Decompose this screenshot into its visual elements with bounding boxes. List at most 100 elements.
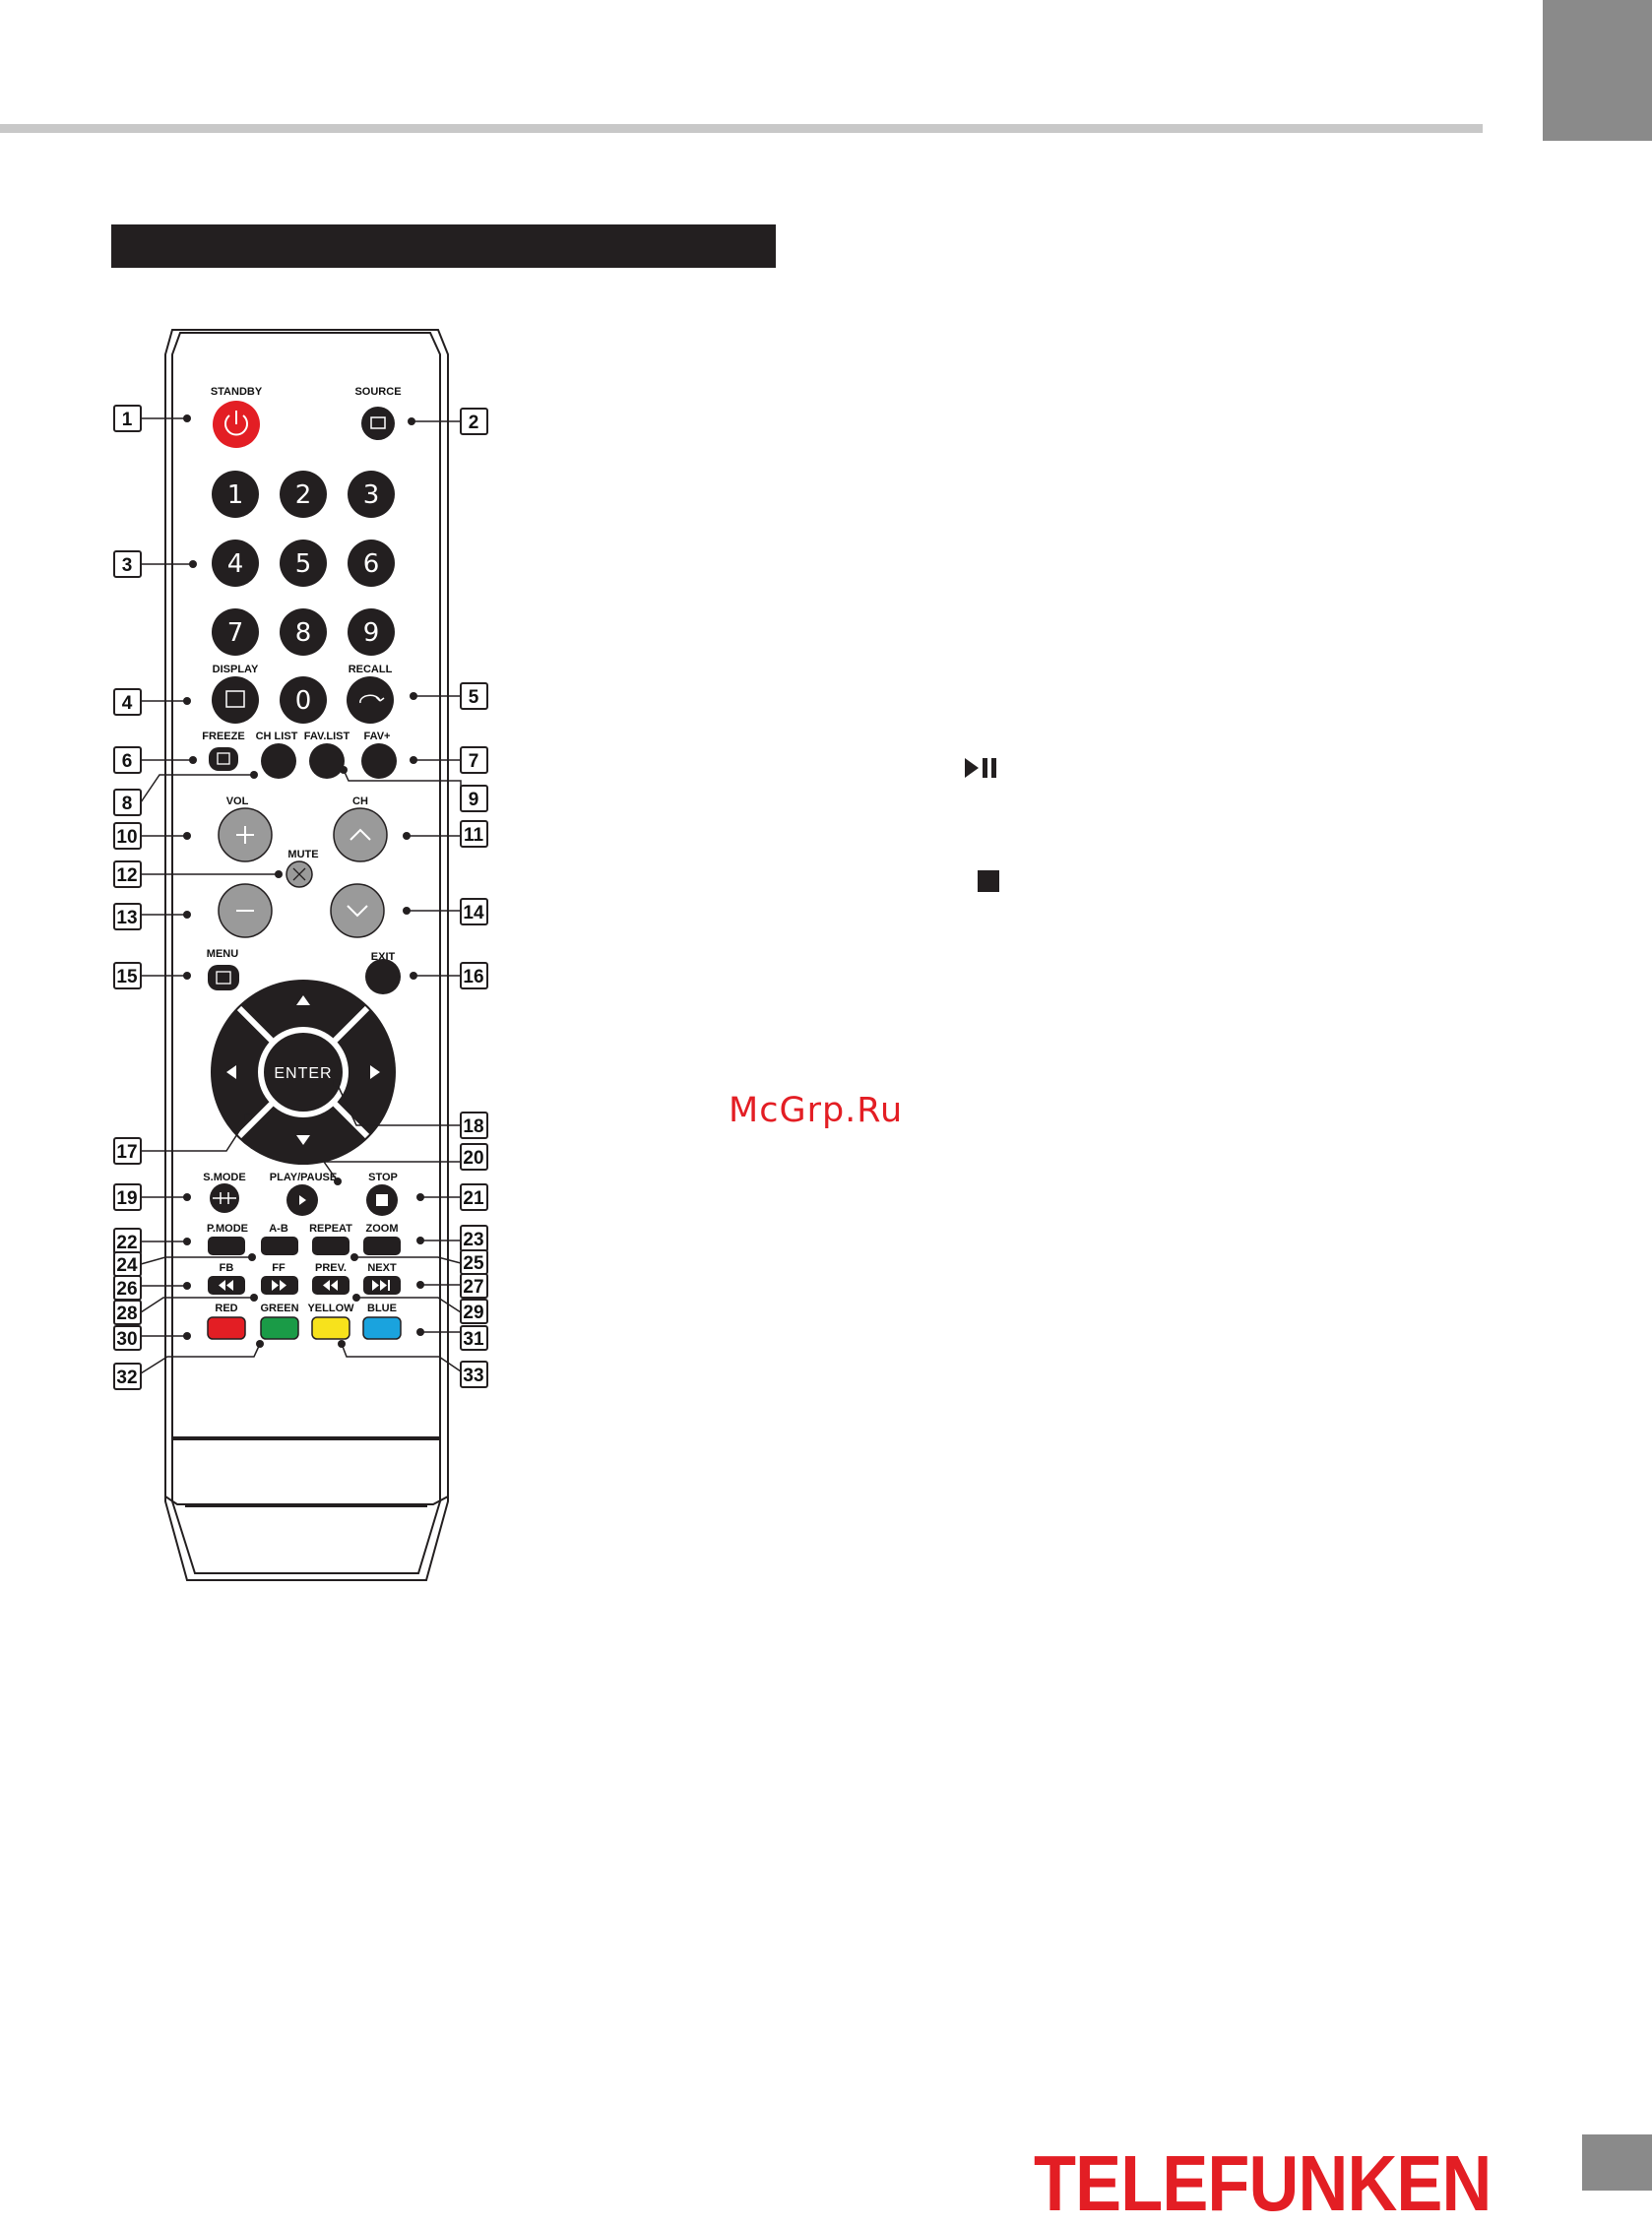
navigation-pad: ENTER bbox=[211, 980, 396, 1165]
green-button[interactable] bbox=[260, 1316, 299, 1340]
stop-icon bbox=[376, 1194, 388, 1206]
recall-label: RECALL bbox=[349, 664, 393, 675]
digit-1-button[interactable] bbox=[212, 471, 259, 518]
enter-label: ENTER bbox=[274, 1065, 332, 1082]
callout-12: 12 bbox=[116, 865, 137, 886]
play-icon bbox=[299, 1195, 306, 1205]
enter-button[interactable] bbox=[264, 1033, 343, 1112]
callout-4: 4 bbox=[122, 693, 133, 714]
callout-numbers: 1 2 3 4 5 6 7 8 9 10 11 12 13 14 15 16 1… bbox=[116, 410, 484, 1388]
stop-icon bbox=[978, 870, 999, 892]
watermark: McGrp.Ru bbox=[729, 1091, 904, 1130]
callout-23: 23 bbox=[463, 1230, 483, 1250]
ch-list-button[interactable] bbox=[261, 743, 296, 779]
vol-label: VOL bbox=[226, 795, 249, 807]
repeat-button[interactable] bbox=[312, 1237, 349, 1255]
callout-25: 25 bbox=[463, 1253, 484, 1274]
digit-2-label: 2 bbox=[295, 480, 312, 510]
callout-28: 28 bbox=[116, 1304, 137, 1324]
display-label: DISPLAY bbox=[213, 664, 259, 675]
plus-icon bbox=[236, 826, 254, 844]
freeze-icon bbox=[217, 752, 230, 765]
callout-3: 3 bbox=[122, 555, 133, 576]
blue-label: BLUE bbox=[367, 1303, 397, 1314]
digit-8-label: 8 bbox=[295, 618, 312, 648]
freeze-button[interactable] bbox=[209, 747, 238, 771]
source-label: SOURCE bbox=[354, 386, 401, 398]
rewind-icon bbox=[219, 1280, 233, 1291]
yellow-button[interactable] bbox=[311, 1316, 350, 1340]
section-title-bar bbox=[111, 224, 776, 268]
callout-17: 17 bbox=[116, 1142, 137, 1163]
recall-button[interactable] bbox=[347, 676, 394, 724]
a-b-button[interactable] bbox=[261, 1237, 298, 1255]
ch-up-button[interactable] bbox=[333, 807, 388, 862]
callout-boxes bbox=[113, 405, 488, 1390]
header-rule bbox=[0, 124, 1483, 133]
chevron-up-icon bbox=[349, 828, 371, 841]
menu-label: MENU bbox=[207, 948, 238, 960]
display-button[interactable] bbox=[212, 676, 259, 724]
menu-button[interactable] bbox=[208, 965, 239, 990]
next-label: NEXT bbox=[367, 1262, 397, 1274]
digit-7-button[interactable] bbox=[212, 608, 259, 656]
next-icon bbox=[372, 1280, 390, 1291]
digit-1-label: 1 bbox=[227, 480, 244, 510]
chevron-down-icon bbox=[347, 905, 368, 918]
ch-label: CH bbox=[352, 795, 368, 807]
red-button[interactable] bbox=[207, 1316, 246, 1340]
p-mode-label: P.MODE bbox=[207, 1223, 248, 1235]
fb-label: FB bbox=[220, 1262, 234, 1274]
fav-plus-button[interactable] bbox=[361, 743, 397, 779]
exit-label: EXIT bbox=[371, 951, 396, 963]
s-mode-icon bbox=[213, 1192, 236, 1204]
digit-2-button[interactable] bbox=[280, 471, 327, 518]
corner-tab bbox=[1543, 0, 1652, 141]
repeat-label: REPEAT bbox=[309, 1223, 352, 1235]
digit-5-label: 5 bbox=[295, 549, 312, 579]
callout-30: 30 bbox=[116, 1329, 137, 1350]
zoom-button[interactable] bbox=[363, 1237, 401, 1255]
digit-9-label: 9 bbox=[363, 618, 380, 648]
callout-21: 21 bbox=[463, 1188, 484, 1209]
digit-0-button[interactable] bbox=[280, 676, 327, 724]
callout-29: 29 bbox=[463, 1303, 483, 1323]
digit-4-button[interactable] bbox=[212, 540, 259, 587]
a-b-label: A-B bbox=[269, 1223, 288, 1235]
callout-13: 13 bbox=[116, 908, 137, 928]
source-button[interactable] bbox=[361, 407, 395, 440]
callout-19: 19 bbox=[116, 1188, 137, 1209]
green-label: GREEN bbox=[260, 1303, 298, 1314]
prev-label: PREV. bbox=[315, 1262, 347, 1274]
recall-icon bbox=[359, 694, 385, 704]
digit-8-button[interactable] bbox=[280, 608, 327, 656]
digit-9-button[interactable] bbox=[348, 608, 395, 656]
callout-33: 33 bbox=[463, 1366, 483, 1386]
callout-8: 8 bbox=[122, 794, 133, 814]
arrow-right-icon[interactable] bbox=[370, 1065, 380, 1079]
callout-9: 9 bbox=[469, 790, 479, 810]
arrow-left-icon[interactable] bbox=[226, 1065, 236, 1079]
play-pause-icon bbox=[965, 758, 996, 778]
digit-5-button[interactable] bbox=[280, 540, 327, 587]
play-pause-label: PLAY/PAUSE bbox=[270, 1172, 337, 1183]
digit-6-button[interactable] bbox=[348, 540, 395, 587]
callout-2: 2 bbox=[469, 413, 479, 433]
source-icon bbox=[370, 416, 386, 429]
standby-label: STANDBY bbox=[211, 386, 263, 398]
fast-forward-icon bbox=[272, 1280, 286, 1291]
exit-button[interactable] bbox=[365, 959, 401, 994]
ch-list-label: CH LIST bbox=[256, 731, 298, 742]
callout-32: 32 bbox=[116, 1368, 137, 1388]
arrow-up-icon[interactable] bbox=[296, 995, 310, 1005]
display-icon bbox=[225, 690, 245, 708]
fav-list-button[interactable] bbox=[309, 743, 345, 779]
digit-3-button[interactable] bbox=[348, 471, 395, 518]
ch-down-button[interactable] bbox=[330, 883, 385, 938]
arrow-down-icon[interactable] bbox=[296, 1135, 310, 1145]
p-mode-button[interactable] bbox=[208, 1237, 245, 1255]
blue-button[interactable] bbox=[362, 1316, 402, 1340]
previous-icon bbox=[323, 1280, 338, 1291]
page-number-tab bbox=[1582, 2134, 1652, 2191]
